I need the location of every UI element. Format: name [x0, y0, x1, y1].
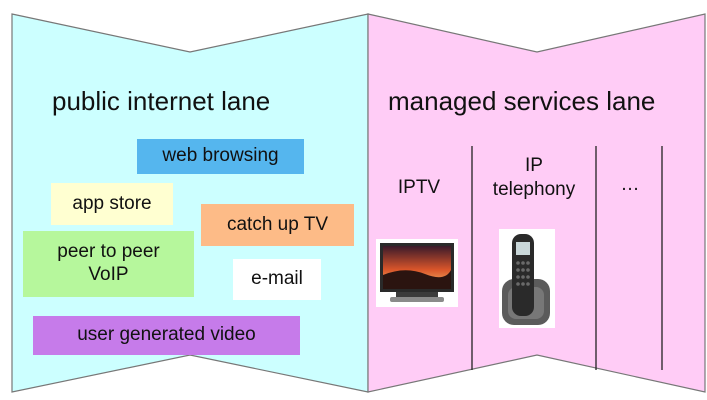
service-e-mail: e-mail [233, 259, 321, 300]
channel-iptv-label: IPTV [397, 177, 441, 198]
channel-more-label: … [620, 174, 640, 195]
managed-lane-panel [367, 13, 706, 393]
service-peer-to-peer-voip: peer to peer VoIP [23, 231, 194, 297]
cordless-phone-icon [499, 229, 555, 328]
public-lane-title: public internet lane [52, 86, 271, 116]
tv-icon [376, 239, 458, 307]
channel-ip-telephony-label: IP telephony [492, 155, 576, 200]
service-app-store: app store [51, 183, 173, 225]
managed-lane-title: managed services lane [388, 86, 656, 116]
service-web-browsing: web browsing [137, 139, 304, 174]
service-user-generated-video: user generated video [33, 316, 300, 355]
service-catch-up-tv: catch up TV [201, 204, 354, 246]
